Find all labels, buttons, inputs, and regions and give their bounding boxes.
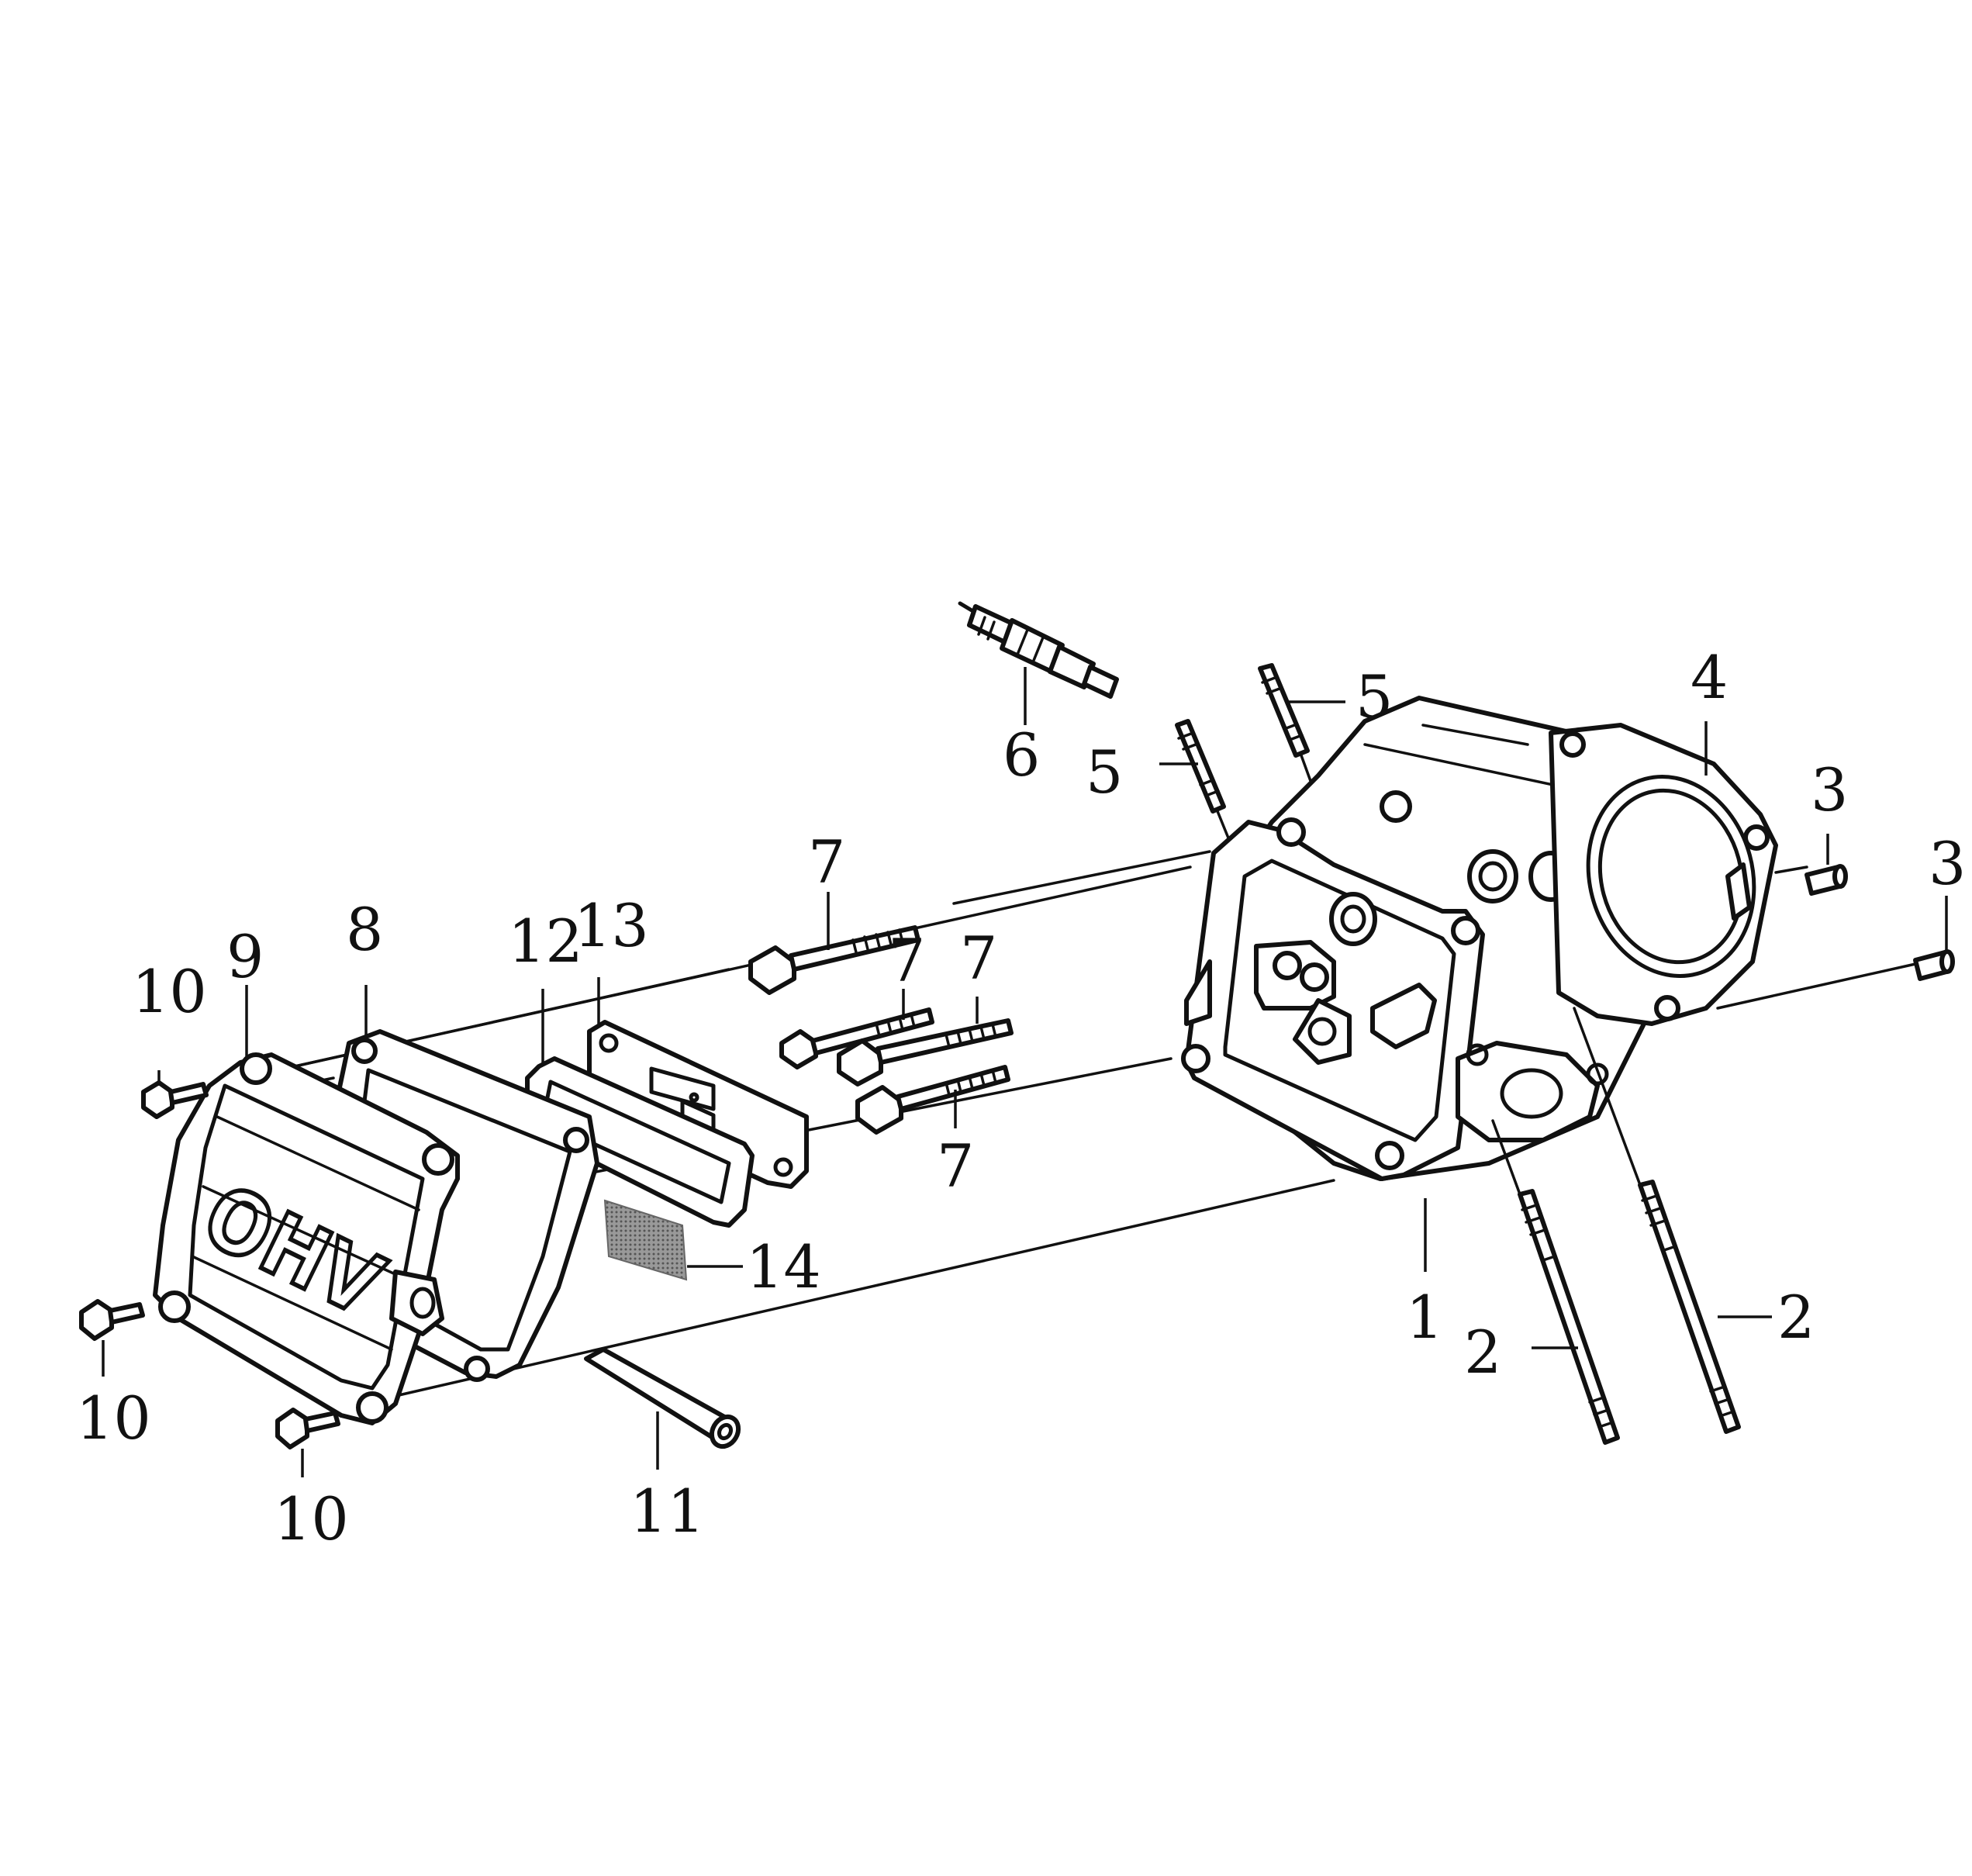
callout-12: 12 (508, 907, 583, 976)
dowel-pin-2 (1913, 949, 1955, 981)
callouts: 1 2 2 3 3 4 5 5 6 7 7 7 7 8 9 10 10 10 1… (76, 643, 1966, 1553)
bolt-4 (855, 1065, 1010, 1135)
callout-8: 8 (346, 895, 383, 964)
callout-3-upper: 3 (1811, 755, 1848, 824)
valve-cover: OHV (153, 1052, 460, 1425)
breather-pipe (584, 1347, 741, 1449)
callout-11: 11 (630, 1477, 705, 1546)
stud-right (1258, 663, 1321, 808)
callout-7-mid-right: 7 (960, 924, 997, 993)
long-stud-right (1573, 1007, 1741, 1434)
callout-9: 9 (226, 922, 264, 991)
bolt-2 (779, 1007, 934, 1069)
dowel-pin-1 (1805, 864, 1848, 896)
callout-13: 13 (574, 891, 649, 960)
stud-left (1175, 719, 1242, 870)
spark-plug (958, 601, 1119, 699)
callout-2-right: 2 (1777, 1283, 1815, 1352)
cover-bolt-3 (275, 1408, 340, 1449)
callout-3-lower: 3 (1929, 829, 1966, 898)
leader-lines (102, 667, 1948, 1477)
bolt-3 (837, 1018, 1014, 1087)
callout-7-bottom: 7 (937, 1131, 974, 1201)
callout-10-left: 10 (76, 1384, 151, 1453)
callout-10-top: 10 (132, 957, 207, 1026)
callout-2-left: 2 (1464, 1318, 1501, 1387)
callout-5-right: 5 (1356, 662, 1393, 731)
cover-bolt-2 (79, 1299, 145, 1341)
callout-14: 14 (746, 1232, 821, 1301)
callout-5-left: 5 (1086, 738, 1123, 807)
callout-6: 6 (1003, 720, 1040, 789)
callout-7-top: 7 (808, 827, 845, 897)
bolt-1 (748, 925, 920, 995)
head-gasket (1549, 723, 1778, 1026)
long-stud-left (1491, 1119, 1620, 1445)
callout-7-mid-left: 7 (888, 926, 925, 995)
callout-10-bottom: 10 (274, 1484, 349, 1553)
callout-4: 4 (1691, 643, 1728, 712)
callout-1: 1 (1406, 1283, 1443, 1352)
filter-element (603, 1199, 688, 1281)
